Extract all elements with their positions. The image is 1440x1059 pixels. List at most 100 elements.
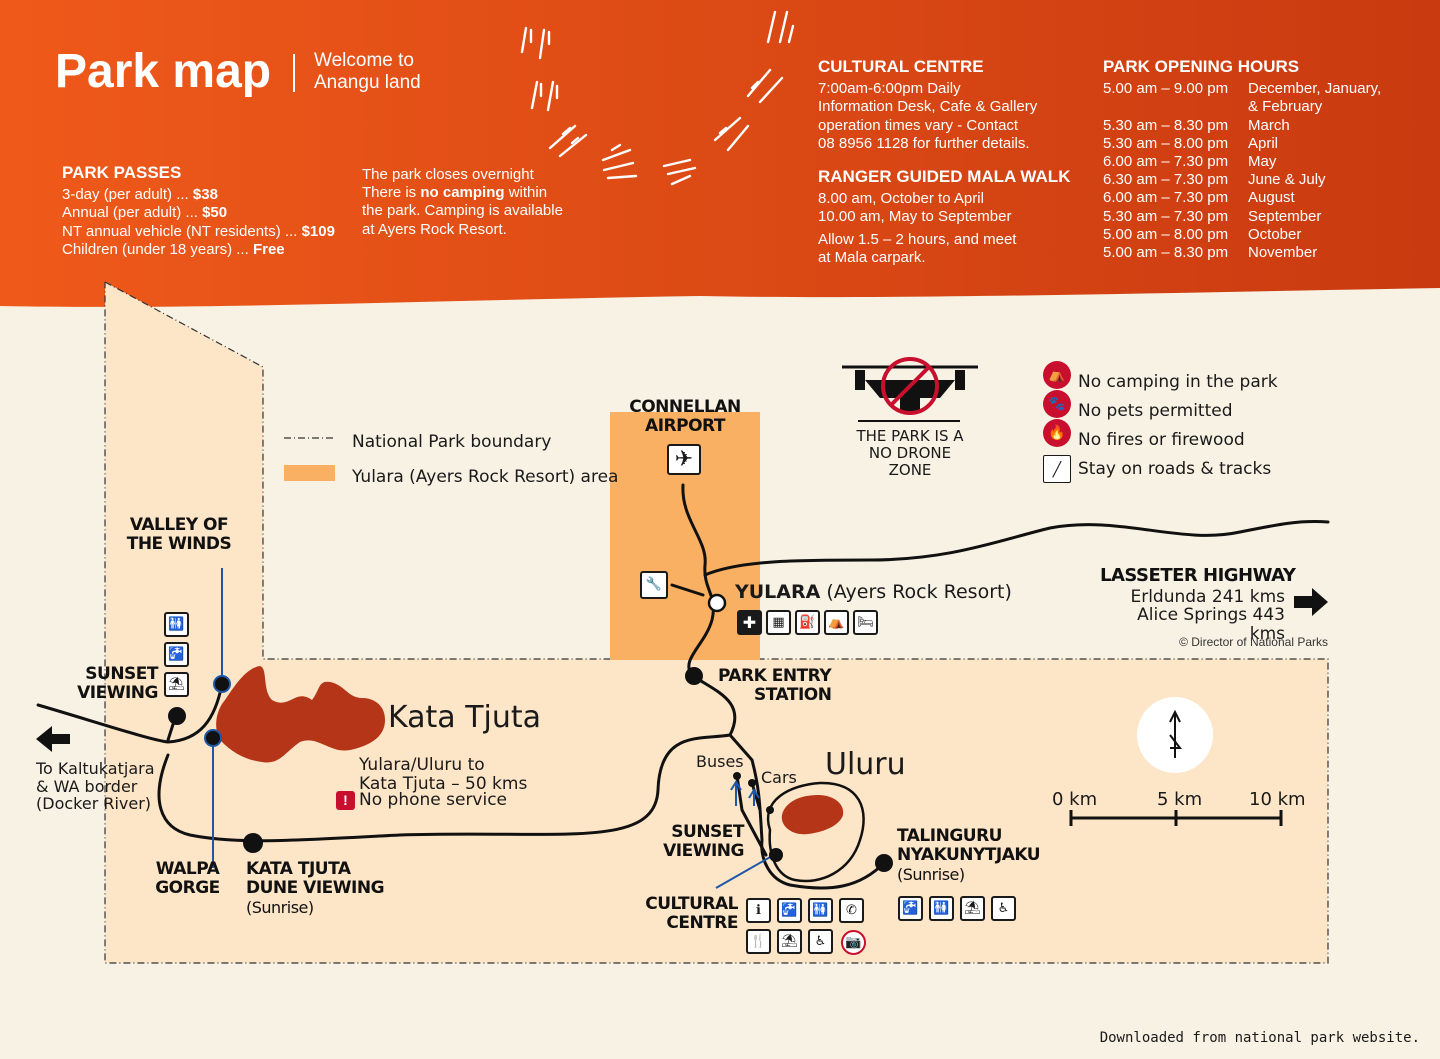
header-band	[0, 0, 1440, 307]
toilets-icon: 🚻	[808, 898, 833, 923]
overnight-notice: The park closes overnight There is no ca…	[362, 166, 563, 238]
buses-label: Buses	[696, 752, 744, 771]
airplane-icon: ✈	[667, 444, 701, 475]
no-fires-icon: 🔥	[1043, 419, 1071, 447]
wheelchair-icon: ♿	[991, 896, 1016, 921]
accommodation-icon: 🛏	[853, 610, 878, 635]
rule-text: No pets permitted	[1078, 401, 1233, 421]
highway-distance: Alice Springs 443 kms	[1137, 605, 1285, 644]
no-phone-service: No phone service	[359, 790, 508, 810]
no-photography-icon: 📷	[841, 930, 866, 955]
toilets-icon: 🚻	[929, 896, 954, 921]
camping-icon: ⛺	[824, 610, 849, 635]
toilets-icon: 🚻	[164, 612, 189, 637]
legend-boundary: National Park boundary	[352, 432, 552, 452]
uluru-rock	[781, 795, 844, 835]
park-boundary-line	[104, 281, 1329, 964]
park-passes-heading: PARK PASSES	[62, 163, 182, 182]
no-pets-icon: 🐾	[1043, 390, 1071, 418]
uluru-label: Uluru	[825, 747, 906, 782]
page-subtitle: Welcome to Anangu land	[314, 50, 474, 94]
phone-icon: ✆	[839, 898, 864, 923]
scale-label: 10 km	[1249, 789, 1306, 810]
subtitle-line: Anangu land	[314, 72, 421, 93]
footer-note: Downloaded from national park website.	[1099, 1030, 1420, 1046]
scale-label: 0 km	[1052, 789, 1098, 810]
no-camping-icon: ⛺	[1043, 361, 1071, 389]
picnic-table-icon: ⛱	[960, 896, 985, 921]
wrench-icon: 🔧	[640, 571, 668, 599]
highway-label: LASSETER HIGHWAY	[1100, 565, 1296, 586]
mala-walk-heading: RANGER GUIDED MALA WALK	[818, 167, 1071, 186]
subtitle-line: Welcome to	[314, 50, 414, 71]
pass-row: NT annual vehicle (NT residents) ... $10…	[62, 222, 335, 240]
water-tap-icon: 🚰	[777, 898, 802, 923]
highway-distance: Erldunda 241 kms	[1130, 587, 1285, 607]
warning-icon: !	[336, 791, 355, 810]
water-tap-icon: 🚰	[898, 896, 923, 921]
fuel-icon: ⛽	[795, 610, 820, 635]
national-park-area	[105, 282, 1328, 963]
cultural-centre-heading: CULTURAL CENTRE	[818, 57, 984, 76]
picnic-table-icon: ⛱	[777, 929, 802, 954]
hours-row: & February	[1248, 98, 1323, 116]
west-arrow	[36, 726, 70, 752]
mala-walk-info: RANGER GUIDED MALA WALK 8.00 am, October…	[818, 167, 1071, 266]
wheelchair-icon: ♿	[808, 929, 833, 954]
first-aid-icon: ✚	[737, 610, 762, 635]
yulara-label: YULARA (Ayers Rock Resort)	[735, 581, 1012, 603]
drone-icon	[842, 357, 978, 422]
cars-label: Cars	[761, 768, 797, 787]
page-title: Park map	[55, 45, 272, 98]
pass-row: Children (under 18 years) ... Free	[62, 240, 285, 258]
water-tap-icon: 🚰	[164, 642, 189, 667]
cultural-centre-info: CULTURAL CENTRE 7:00am-6:00pm Daily Info…	[818, 57, 1038, 152]
east-arrow	[1294, 588, 1328, 616]
kata-tjuta-rock	[216, 666, 385, 763]
park-passes: PARK PASSES 3-day (per adult) ... $38 An…	[62, 163, 335, 259]
decorative-tracks	[520, 10, 795, 186]
west-destination: To Kaltukatjara& WA border(Docker River)	[36, 759, 155, 813]
information-icon: ℹ	[746, 898, 771, 923]
opening-hours-heading: PARK OPENING HOURS	[1103, 57, 1300, 76]
checkered-flag-icon: ▦	[766, 610, 791, 635]
title-divider	[293, 54, 295, 92]
rule-text: No fires or firewood	[1078, 430, 1245, 450]
scale-label: 5 km	[1157, 789, 1203, 810]
stay-on-roads-icon: ╱	[1043, 455, 1071, 483]
kata-tjuta-label: Kata Tjuta	[388, 700, 542, 735]
pass-row: 3-day (per adult) ... $38	[62, 186, 218, 204]
legend-yulara-area: Yulara (Ayers Rock Resort) area	[352, 467, 619, 487]
uluru-base-walk	[766, 781, 865, 883]
pass-row: Annual (per adult) ... $50	[62, 204, 228, 222]
restaurant-icon: 🍴	[746, 929, 771, 954]
scale-bar	[1069, 810, 1283, 826]
picnic-table-icon: ⛱	[164, 672, 189, 697]
rule-text: No camping in the park	[1078, 372, 1278, 392]
copyright: © Director of National Parks	[1179, 635, 1328, 649]
rule-text: Stay on roads & tracks	[1078, 459, 1272, 479]
